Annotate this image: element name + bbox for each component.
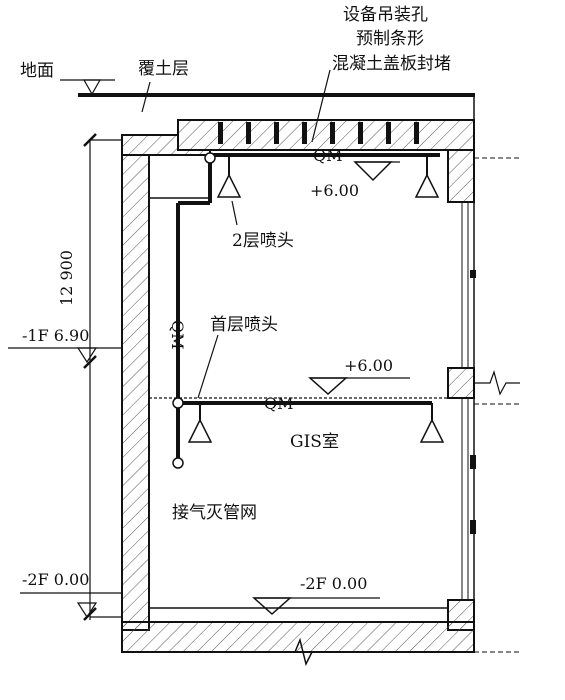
nozzle-1f-left	[187, 418, 213, 443]
hoist-hole-label-line2: 预制条形	[356, 29, 424, 49]
level-mid-label: +6.00	[344, 356, 393, 375]
pipe-network-label: 接气灭管网	[172, 503, 257, 523]
soil-cover-label: 覆土层	[138, 59, 189, 79]
nozzle-1f-right	[419, 418, 445, 443]
ground-label: 地面	[20, 61, 54, 81]
level-top-label: +6.00	[310, 181, 359, 200]
level-bottom-right-label: -2F 0.00	[300, 574, 367, 593]
level-minus1f-label: -1F 6.90	[22, 326, 89, 345]
gas-pipe-network	[172, 152, 440, 469]
precast-cover-strips	[218, 122, 419, 144]
level-marker-mid	[308, 377, 410, 396]
level-marker-bottom	[252, 597, 380, 616]
level-minus2f-label: -2F 0.00	[22, 570, 89, 589]
nozzle-2f-label: 2层喷头	[232, 231, 294, 251]
hoist-hole-label-line3: 混凝土盖板封堵	[332, 54, 451, 74]
nozzle-2f-left	[216, 173, 242, 198]
pipe-code-mid: QM	[264, 394, 294, 413]
nozzle-2f-right	[414, 173, 440, 198]
pipe-code-top: QM	[313, 146, 343, 165]
nozzle-1f-label: 首层喷头	[210, 315, 278, 335]
dim-height-label: 12 900	[57, 250, 76, 306]
gis-room-label: GIS室	[290, 432, 339, 452]
hoist-hole-label-line1: 设备吊装孔	[343, 5, 428, 25]
pipe-code-vertical: QM	[168, 320, 187, 350]
ground-surface	[60, 79, 475, 97]
level-marker-top	[353, 161, 400, 182]
height-dimension	[8, 133, 122, 621]
concrete-structure	[121, 95, 520, 667]
